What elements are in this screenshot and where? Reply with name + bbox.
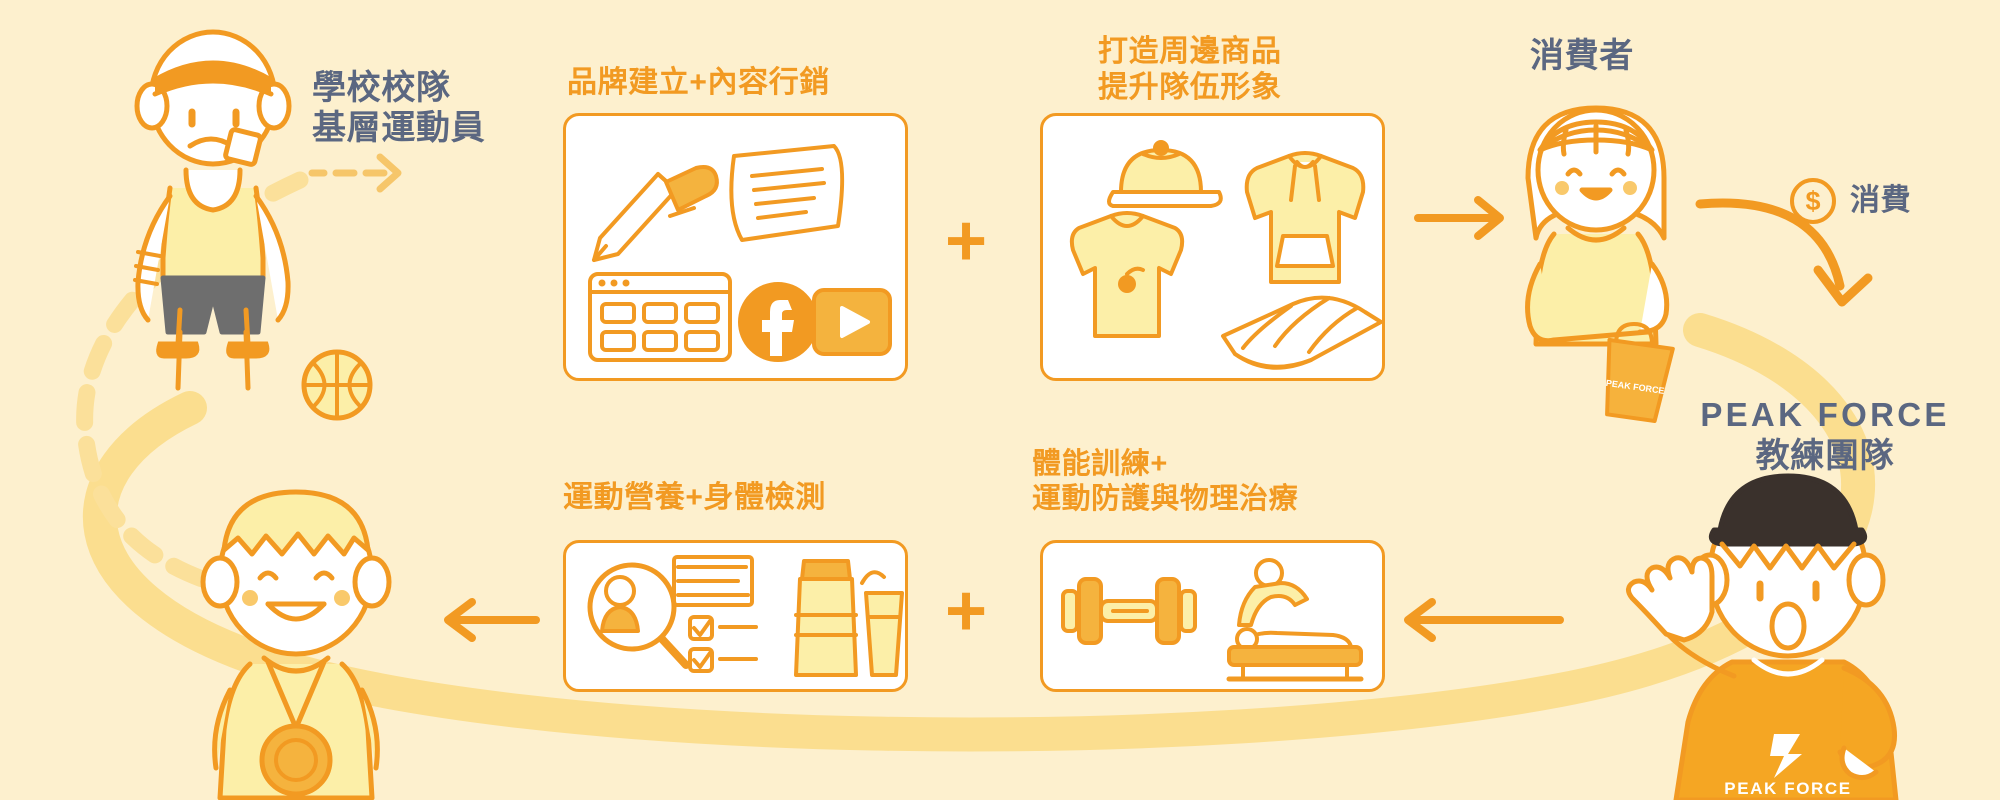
athlete-label-line2: 基層運動員 [312,109,486,148]
branding-heading-line1: 品牌建立+內容行銷 [567,66,830,99]
arrow-nutrition-to-champion [444,598,540,642]
athlete-legs-shoes [156,307,270,359]
coach-label-block: PEAK FORCE 教練團隊 [1660,396,1990,476]
spend-label: 消費 [1850,184,1912,218]
arrow-coach-to-training [1404,598,1564,642]
peak-force-coach-figure: PEAK FORCE [1626,473,1899,800]
dashed-arrow-athlete-to-branding [308,153,402,193]
training-card-icons [1061,558,1364,682]
branding-card[interactable] [563,113,908,381]
consumer-figure [1525,105,1670,347]
training-heading-line2: 運動防護與物理治療 [1032,482,1299,515]
plus-top: + [945,201,988,281]
merchandise-heading-line1: 打造周邊商品 [1098,35,1282,68]
shopping-bag-icon: PEAK FORCE [1605,322,1675,423]
merchandise-card-icons [1069,140,1383,370]
svg-text:PEAK FORCE: PEAK FORCE [1724,779,1851,798]
spend-indicator: $ 消費 [1790,178,1911,224]
plus-bottom: + [945,571,988,651]
nutrition-heading-line1: 運動營養+身體檢測 [563,481,826,514]
curved-arrow-consumer-to-coach [1695,198,1873,307]
training-heading-line1: 體能訓練+ [1032,448,1168,480]
merchandise-card[interactable] [1040,113,1385,381]
training-card[interactable] [1040,540,1385,692]
athlete-label-line1: 學校校隊 [312,69,451,107]
training-heading: 體能訓練+ 運動防護與物理治療 [1032,447,1412,517]
coach-label: 教練團隊 [1755,437,1895,475]
medalist-athlete-figure [200,489,392,800]
dollar-icon: $ [1790,178,1836,224]
merchandise-heading-line2: 提升隊伍形象 [1098,71,1282,104]
branding-card-icons [588,144,892,362]
athlete-label: 學校校隊 基層運動員 [312,68,542,148]
nutrition-heading: 運動營養+身體檢測 [563,480,903,516]
branding-heading: 品牌建立+內容行銷 [567,65,897,101]
basketball-icon [301,349,373,421]
nutrition-card-icons [587,555,904,677]
nutrition-card[interactable] [563,540,908,692]
merchandise-heading: 打造周邊商品 提升隊伍形象 [1098,34,1438,106]
arrow-merchandise-to-consumer [1414,196,1504,240]
coach-brand-name: PEAK FORCE [1700,396,1950,433]
consumer-label: 消費者 [1530,37,1635,75]
